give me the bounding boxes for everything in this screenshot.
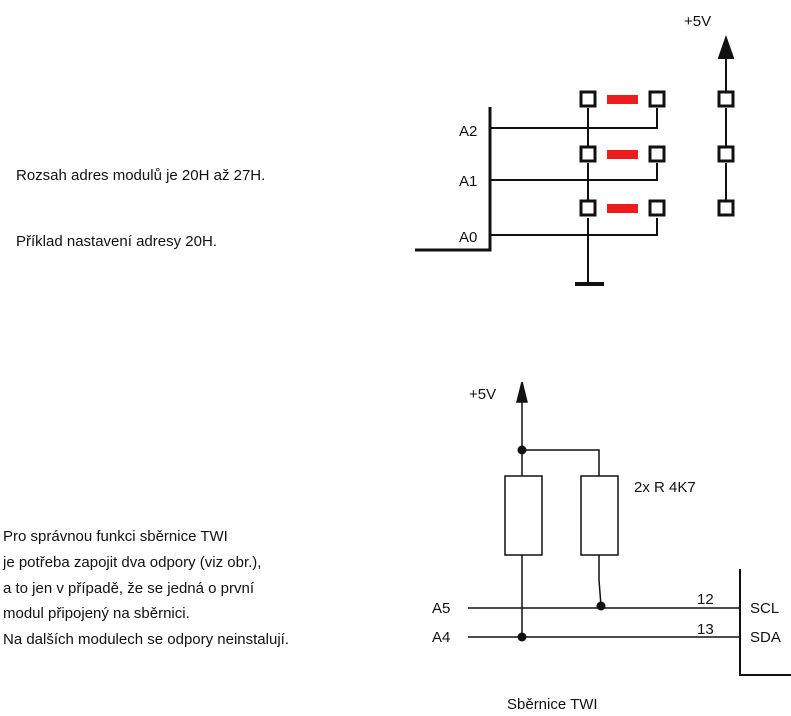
resistor-left bbox=[504, 475, 543, 556]
signal-label-scl: SCL bbox=[750, 600, 779, 617]
pin-label-a5: A5 bbox=[432, 600, 450, 617]
pin-label-a4: A4 bbox=[432, 629, 450, 646]
pullup-line: modul připojený na sběrnici. bbox=[3, 605, 190, 622]
junction-dot bbox=[517, 445, 527, 455]
twi-supply-arrow bbox=[516, 381, 528, 403]
jumper-pad bbox=[717, 90, 735, 108]
jumper-pad bbox=[579, 145, 597, 163]
pullup-line: Pro správnou funkci sběrnice TWI bbox=[3, 528, 228, 545]
jumper-cap bbox=[607, 150, 638, 159]
pullup-line: Na dalších modulech se odpory neinstaluj… bbox=[3, 631, 289, 648]
resistor-right-lead bbox=[598, 555, 602, 607]
address-supply-label: +5V bbox=[684, 13, 711, 30]
jumper-cap bbox=[607, 95, 638, 104]
twi-supply-label: +5V bbox=[469, 386, 496, 403]
signal-label-sda: SDA bbox=[750, 629, 781, 646]
address-example-text: Příklad nastavení adresy 20H. bbox=[16, 233, 217, 250]
twi-caption: Sběrnice TWI bbox=[507, 696, 598, 713]
jumper-pad bbox=[717, 145, 735, 163]
jumper-caps bbox=[607, 95, 638, 213]
resistor-label: 2x R 4K7 bbox=[634, 479, 696, 496]
pin-label-a2: A2 bbox=[459, 123, 477, 140]
jumper-pad bbox=[648, 90, 666, 108]
pullup-line: je potřeba zapojit dva odpory (viz obr.)… bbox=[3, 554, 262, 571]
connector-bracket bbox=[739, 569, 791, 676]
resistor-right bbox=[580, 475, 619, 556]
a0-wire bbox=[490, 218, 658, 236]
jumper-pad bbox=[717, 199, 735, 217]
twi-pullup-diagram bbox=[468, 381, 791, 676]
junction-dot bbox=[517, 632, 527, 642]
address-bus-line bbox=[415, 107, 492, 252]
a2-wire bbox=[490, 108, 658, 129]
jumper-pads bbox=[579, 90, 735, 217]
jumper-pad bbox=[579, 199, 597, 217]
pullup-line: a to jen v případě, že se jedná o první bbox=[3, 580, 254, 597]
jumper-cap bbox=[607, 204, 638, 213]
junction-dot bbox=[596, 601, 606, 611]
jumper-pad bbox=[579, 90, 597, 108]
pin-number-12: 12 bbox=[697, 591, 714, 608]
address-range-text: Rozsah adres modulů je 20H až 27H. bbox=[16, 167, 266, 184]
pin-label-a1: A1 bbox=[459, 173, 477, 190]
supply-arrow bbox=[717, 34, 735, 59]
jumper-pad bbox=[648, 199, 666, 217]
pin-number-13: 13 bbox=[697, 621, 714, 638]
jumper-pad bbox=[648, 145, 666, 163]
pin-label-a0: A0 bbox=[459, 229, 477, 246]
a1-wire bbox=[490, 163, 658, 181]
resistor-link-wire bbox=[522, 449, 600, 476]
address-jumper-diagram bbox=[415, 34, 735, 286]
